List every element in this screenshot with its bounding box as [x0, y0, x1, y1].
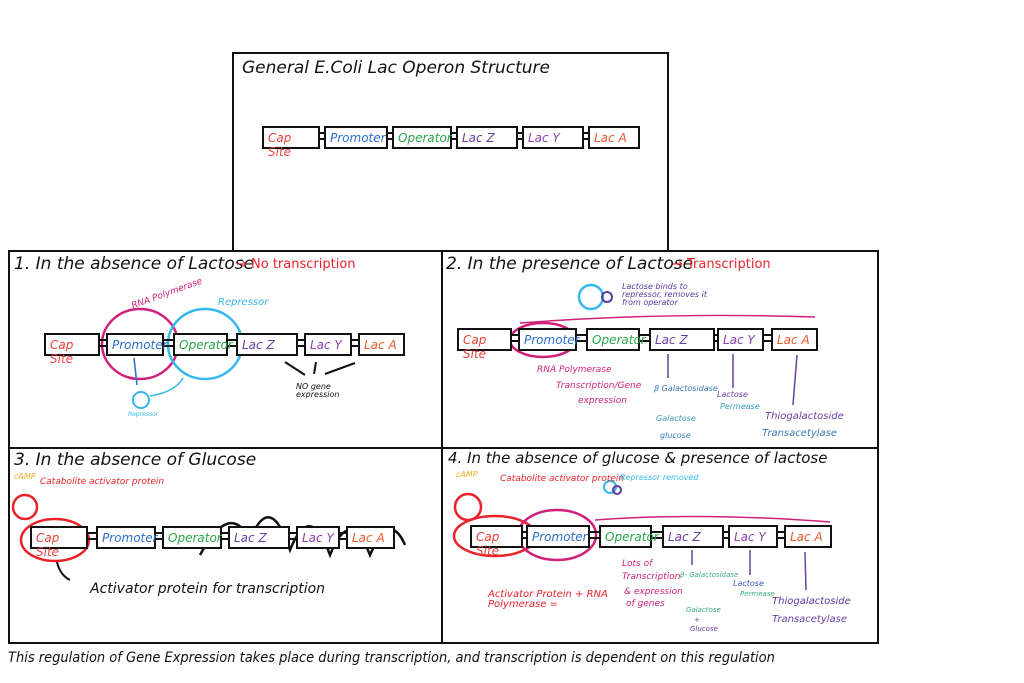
gene-box-lac-z: Lac Z — [456, 126, 518, 149]
transcription-arrow — [519, 314, 816, 324]
gene-box-cap-site: Cap Site — [30, 526, 88, 559]
label-activator-protein: Activator protein for transcription — [90, 581, 326, 597]
label-no-expression: NO gene expression — [296, 382, 340, 399]
gene-arrows — [691, 550, 807, 591]
label-b-galactosidase: β Galactosidase — [654, 384, 718, 393]
gene-box-lac-a: Lac A — [346, 526, 395, 549]
gene-box-lac-z: Lac Z — [228, 526, 290, 549]
title-panel-3: 3. In the absence of Glucose — [14, 450, 257, 470]
gene-box-lac-z: Lac Z — [662, 525, 724, 548]
label-transacetylase: Transacetylase — [762, 428, 838, 439]
gene-box-promoter: Promoter — [96, 526, 158, 549]
label-plus: + — [694, 616, 700, 624]
arrow — [133, 357, 138, 386]
repressor-circle — [577, 283, 605, 311]
gene-box-lac-y: Lac Y — [296, 526, 340, 549]
transcription-arrow — [594, 515, 831, 523]
gene-box-cap-site: Cap Site — [44, 333, 100, 366]
label-lactose: Lactose — [717, 390, 748, 399]
gene-box-lac-y: Lac Y — [304, 333, 352, 356]
gene-box-lac-z: Lac Z — [649, 328, 715, 351]
label-catabolite-activator: Catabolite activator protein — [500, 474, 625, 484]
gene-box-operator: Operator — [173, 333, 233, 356]
title-panel-4: 4. In the absence of glucose & presence … — [448, 449, 828, 467]
gene-box-lac-a: Lac A — [771, 328, 818, 351]
label-galactose: Galactose — [656, 414, 696, 423]
label-transcription: Transcription/Gene — [556, 381, 642, 391]
lactose-circle — [612, 485, 622, 495]
lactose-circle — [601, 291, 613, 303]
label-repressor-removed: Repressor removed — [620, 473, 699, 482]
gene-box-lac-y: Lac Y — [522, 126, 584, 149]
gene-box-lac-y: Lac Y — [717, 328, 764, 351]
label-permease: Permease — [740, 590, 775, 598]
label-rna-polymerase: RNA Polymerase — [537, 365, 612, 375]
label-permease: Permease — [720, 402, 760, 411]
repressor-small-circle — [132, 391, 150, 409]
title-panel-1: 1. In the absence of Lactose — [14, 254, 255, 274]
label-thiogalactoside: Thiogalactoside — [772, 596, 851, 607]
label-lactose-binds: Lactose binds to repressor, removes it f… — [622, 282, 707, 307]
label-transacetylase: Transacetylase — [772, 614, 848, 625]
label-glucose: glucose — [660, 431, 691, 440]
label-expression: & expression — [624, 587, 683, 597]
label-lactose: Lactose — [733, 579, 764, 588]
gene-box-promoter: Promoter — [526, 525, 590, 548]
title-general-structure: General E.Coli Lac Operon Structure — [242, 58, 550, 78]
arrow — [149, 377, 184, 397]
gene-box-operator: Operator — [392, 126, 452, 149]
gene-box-lac-z: Lac Z — [236, 333, 298, 356]
label-camp: cAMP — [456, 470, 478, 479]
gene-box-lac-y: Lac Y — [728, 525, 778, 548]
gene-box-cap-site: Cap Site — [262, 126, 320, 159]
result-panel-2: → Transcription — [672, 257, 771, 272]
label-transcription: Transcription — [622, 572, 681, 582]
cap-site-ellipse — [19, 517, 91, 563]
result-panel-1: → No transcription — [236, 257, 356, 272]
label-equation: Activator Protein + RNA Polymerase = — [488, 589, 608, 610]
gene-box-promoter: Promoter — [324, 126, 388, 149]
label-of-genes: of genes — [626, 599, 665, 609]
label-lots-of: Lots of — [622, 559, 653, 569]
arrow — [56, 561, 71, 581]
label-galactose: Galactose — [686, 606, 721, 614]
gene-box-operator: Operator — [162, 526, 222, 549]
brace-lines — [284, 361, 356, 376]
gene-box-lac-a: Lac A — [588, 126, 640, 149]
gene-box-lac-a: Lac A — [358, 333, 405, 356]
label-b-galactosidase: β- Galactosidase — [680, 571, 739, 579]
label-catabolite-activator: Catabolite activator protein — [40, 477, 165, 487]
label-glucose: Glucose — [690, 625, 718, 633]
label-repressor-small: Repressor — [128, 411, 159, 418]
gene-box-cap-site: Cap Site — [457, 328, 512, 361]
panel-absence-glucose-presence-lactose — [441, 447, 879, 644]
gene-box-operator: Operator — [599, 525, 659, 548]
gene-box-promoter: Promoter — [106, 333, 168, 356]
cap-protein-circle — [11, 493, 39, 521]
title-panel-2: 2. In the presence of Lactose — [446, 254, 694, 274]
label-repressor: Repressor — [218, 297, 269, 308]
cap-protein-circle — [453, 492, 483, 522]
label-camp: cAMP — [14, 472, 36, 481]
gene-box-lac-a: Lac A — [784, 525, 832, 548]
gene-box-cap-site: Cap Site — [470, 525, 523, 558]
label-thiogalactoside: Thiogalactoside — [765, 411, 844, 422]
gene-box-operator: Operator — [586, 328, 646, 351]
footer-note: This regulation of Gene Expression takes… — [8, 650, 775, 666]
gene-arrows — [667, 354, 798, 406]
label-expression: expression — [578, 396, 627, 406]
gene-box-promoter: Promoter — [518, 328, 580, 351]
